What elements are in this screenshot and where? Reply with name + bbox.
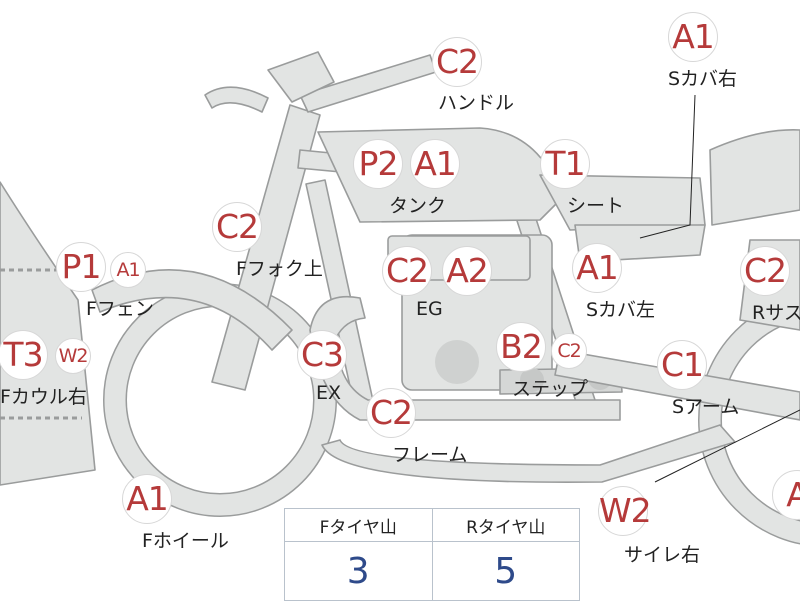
f-fender-badge-p1[interactable]: P1 — [56, 242, 106, 292]
engine-badge-c2[interactable]: C2 — [382, 246, 432, 296]
tire-table-header-row: Fタイヤ山 Rタイヤ山 — [284, 508, 580, 542]
s-cover-right-leader — [639, 94, 696, 239]
handle-badge-c2[interactable]: C2 — [432, 37, 482, 87]
s-cover-left-badge-a1[interactable]: A1 — [572, 243, 622, 293]
engine-cover-shape — [435, 340, 479, 384]
seat-label: シート — [567, 195, 625, 217]
front-cowl-shape — [0, 181, 96, 486]
rear-cowl-shape — [709, 129, 800, 226]
step-label: ステップ — [512, 378, 589, 400]
silencer-right-label: サイレ右 — [624, 544, 701, 566]
headlight-shape — [267, 51, 335, 103]
s-cover-left-label: Sカバ左 — [586, 299, 656, 321]
exhaust-label: EX — [316, 382, 342, 404]
silencer-right-badge-w2[interactable]: W2 — [598, 486, 652, 536]
exhaust-shape — [309, 296, 621, 421]
step-badge-c2[interactable]: C2 — [551, 333, 587, 369]
r-wheel-badge-a[interactable]: A — [772, 470, 800, 520]
f-cowl-right-badge-w2[interactable]: W2 — [55, 338, 91, 374]
f-tire-tread-value[interactable]: 3 — [284, 541, 433, 601]
f-cowl-right-badge-t3[interactable]: T3 — [0, 330, 48, 380]
tank-badge-a1[interactable]: A1 — [410, 139, 460, 189]
frame-label: フレーム — [392, 444, 468, 466]
f-fender-label: Fフェン — [86, 298, 154, 320]
f-cowl-right-label: Fカウル右 — [0, 386, 87, 408]
s-cover-right-label: Sカバ右 — [668, 68, 738, 90]
exhaust-badge-c3[interactable]: C3 — [297, 330, 347, 380]
engine-badge-a2[interactable]: A2 — [442, 246, 492, 296]
handle-label: ハンドル — [438, 92, 515, 114]
f-fork-upper-badge-c2[interactable]: C2 — [212, 202, 262, 252]
f-wheel-badge-a1[interactable]: A1 — [122, 474, 172, 524]
r-tire-tread-header: Rタイヤ山 — [431, 508, 580, 542]
f-fender-badge-a1[interactable]: A1 — [110, 252, 146, 288]
engine-label: EG — [416, 298, 443, 320]
f-tire-tread-header: Fタイヤ山 — [284, 508, 433, 542]
tank-label: タンク — [389, 195, 447, 217]
f-wheel-label: Fホイール — [142, 530, 229, 552]
silencer-right-leader — [654, 409, 800, 483]
step-badge-b2[interactable]: B2 — [496, 322, 546, 372]
frame-badge-c2[interactable]: C2 — [366, 388, 416, 438]
f-fork-upper-label: Fフォク上 — [236, 258, 323, 280]
tank-badge-p2[interactable]: P2 — [353, 139, 403, 189]
r-suspension-label: Rサス — [752, 302, 800, 324]
s-arm-badge-c1[interactable]: C1 — [657, 340, 707, 390]
seat-badge-t1[interactable]: T1 — [540, 139, 590, 189]
front-fender-shape — [91, 269, 293, 351]
tire-tread-table: Fタイヤ山 Rタイヤ山 3 5 — [284, 508, 580, 601]
r-tire-tread-value[interactable]: 5 — [431, 541, 580, 601]
s-arm-label: Sアーム — [672, 396, 740, 418]
r-suspension-badge-c2[interactable]: C2 — [740, 246, 790, 296]
s-cover-right-badge-a1[interactable]: A1 — [668, 12, 718, 62]
tire-table-value-row: 3 5 — [284, 541, 580, 601]
